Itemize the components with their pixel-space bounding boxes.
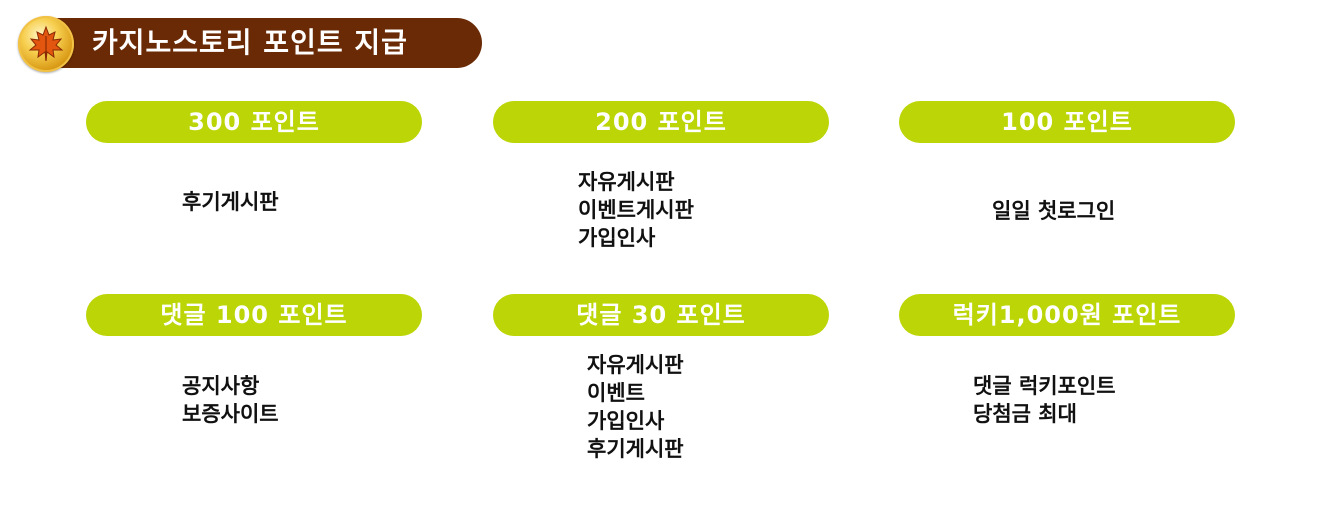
card-lucky-points-label: 럭키1,000원 포인트: [899, 294, 1235, 336]
card-comment-100-points-label: 댓글 100 포인트: [86, 294, 422, 336]
page-title: 카지노스토리 포인트 지급: [92, 26, 408, 59]
card-comment-30-points-label: 댓글 30 포인트: [493, 294, 829, 336]
header-bar: [40, 18, 482, 68]
list-item: 자유게시판: [587, 353, 684, 377]
list-item: 이벤트: [587, 381, 645, 405]
list-item: 일일 첫로그인: [992, 199, 1116, 223]
card-comment-30-points-list: 자유게시판 이벤트 가입인사 후기게시판: [587, 351, 684, 463]
list-item: 자유게시판: [578, 170, 675, 194]
card-200-points-label: 200 포인트: [493, 101, 829, 143]
list-item: 공지사항: [182, 374, 260, 398]
card-100-points-label: 100 포인트: [899, 101, 1235, 143]
card-100-points-list: 일일 첫로그인: [992, 197, 1115, 225]
list-item: 가입인사: [578, 226, 656, 250]
list-item: 댓글 럭키포인트: [973, 374, 1116, 398]
card-300-points-label: 300 포인트: [86, 101, 422, 143]
list-item: 당첨금 최대: [973, 402, 1077, 426]
card-300-points-list: 후기게시판: [182, 188, 279, 216]
card-lucky-points-list: 댓글 럭키포인트 당첨금 최대: [973, 372, 1116, 428]
list-item: 후기게시판: [587, 437, 684, 461]
list-item: 보증사이트: [182, 402, 279, 426]
maple-leaf-icon: [18, 16, 74, 72]
list-item: 이벤트게시판: [578, 198, 694, 222]
list-item: 후기게시판: [182, 190, 279, 214]
list-item: 가입인사: [587, 409, 665, 433]
card-200-points-list: 자유게시판 이벤트게시판 가입인사: [578, 168, 694, 252]
card-comment-100-points-list: 공지사항 보증사이트: [182, 372, 279, 428]
